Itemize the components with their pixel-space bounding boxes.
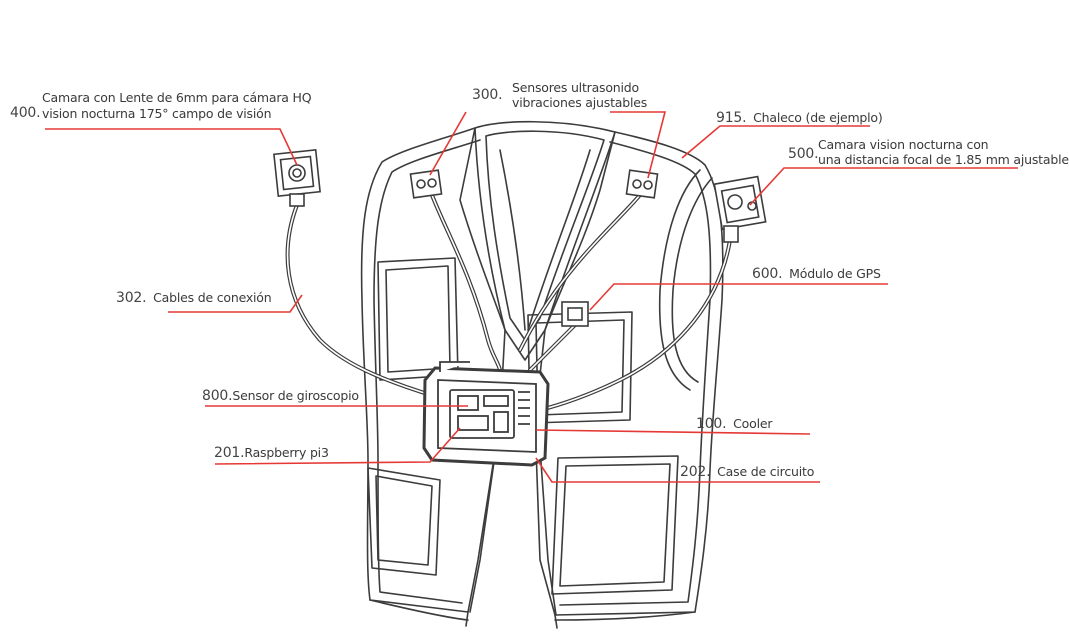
- label-vest-line1: Chaleco (de ejemplo): [753, 110, 883, 125]
- label-cables-number: 302.: [116, 290, 147, 306]
- ultrasonic-sensor-right: [625, 169, 659, 199]
- label-camera-hq-line1: Camara con Lente de 6mm para cámara HQ: [42, 90, 312, 105]
- label-cooler-number: 100.: [696, 416, 727, 432]
- right-lower-pocket: [551, 455, 679, 595]
- label-cooler-line1: Cooler: [733, 416, 773, 431]
- label-sensors-line1: Sensores ultrasonido: [512, 80, 639, 95]
- leader-camera-hq: [45, 128, 298, 166]
- gps-module: [561, 301, 589, 327]
- label-sensors-line2: vibraciones ajustables: [512, 95, 648, 110]
- label-camera-night-number: 500.: [788, 146, 819, 162]
- camera-night-module: [713, 175, 767, 243]
- label-raspberry-line1: Raspberry pi3: [244, 445, 329, 460]
- label-vest-number: 915.: [716, 110, 747, 126]
- label-sensors-number: 300.: [472, 87, 503, 103]
- vest-right-panel: [534, 131, 724, 616]
- label-camera-hq-line2: vision nocturna 175° campo de visión: [42, 106, 272, 121]
- leader-gps: [589, 283, 888, 311]
- vest-collar: [474, 120, 616, 361]
- label-gps-line1: Módulo de GPS: [789, 266, 881, 281]
- vest-left-panel: [360, 127, 506, 613]
- label-raspberry-number: 201.: [214, 445, 245, 461]
- label-case-line1: Case de circuito: [717, 464, 815, 479]
- label-cables: 302. Cables de conexión: [116, 290, 272, 306]
- leader-raspberry: [214, 427, 461, 465]
- leader-cooler: [535, 429, 811, 435]
- label-gps: 600. Módulo de GPS: [752, 266, 881, 282]
- label-cables-line1: Cables de conexión: [153, 290, 272, 305]
- label-camera-night-line2: una distancia focal de 1.85 mm ajustable: [818, 152, 1069, 167]
- label-vest: 915. Chaleco (de ejemplo): [716, 110, 883, 126]
- label-case-number: 202.: [680, 464, 711, 480]
- ultrasonic-sensor-left: [409, 169, 443, 199]
- leader-cables: [168, 294, 303, 313]
- label-gps-number: 600.: [752, 266, 783, 282]
- label-camera-night-line1: Camara vision nocturna con: [818, 137, 989, 152]
- label-raspberry: 201.Raspberry pi3: [214, 445, 329, 461]
- label-gyro: 800.Sensor de giroscopio: [202, 388, 359, 404]
- label-camera-hq-number: 400.: [10, 105, 41, 121]
- label-case: 202. Case de circuito: [680, 464, 814, 480]
- leader-sensors: [429, 111, 467, 176]
- label-cooler: 100. Cooler: [696, 416, 772, 432]
- left-lower-pocket: [367, 467, 441, 576]
- circuit-case: [422, 361, 550, 467]
- label-gyro-number: 800.: [202, 388, 233, 404]
- leader-vest: [681, 125, 870, 159]
- leader-case: [535, 457, 820, 483]
- label-gyro-line1: Sensor de giroscopio: [232, 388, 359, 403]
- camera-hq-module: [273, 149, 321, 207]
